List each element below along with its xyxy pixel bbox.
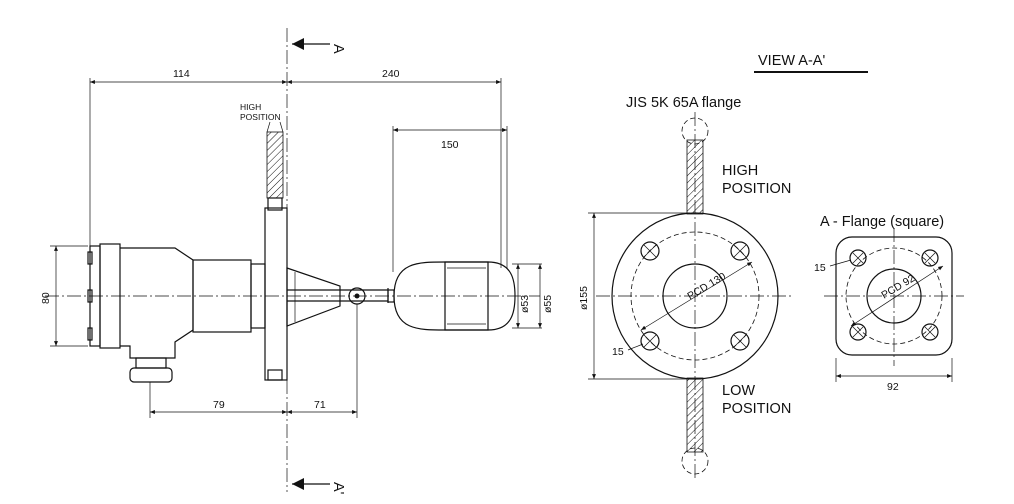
high-label: HIGH [722,163,758,179]
section-line-a: A A' [286,28,346,495]
square-flange-title: A - Flange (square) [820,214,944,230]
section-mark-bottom: A' [330,482,346,495]
dim-240: 240 [382,68,400,80]
high-position-label: HIGH [240,102,261,112]
low-label: LOW [722,383,755,399]
high-label-2: POSITION [722,181,791,197]
square-hole-15: 15 [814,262,826,274]
section-arrow-bottom-icon [292,478,330,490]
dim-114: 114 [173,68,190,80]
dim-150: 150 [441,139,459,151]
section-arrow-top-icon [292,38,330,50]
view-aa-title: VIEW A-A' [758,53,825,69]
dim-d155: ø155 [578,286,590,310]
high-position-label-2: POSITION [240,112,281,122]
hole-15: 15 [612,346,624,358]
dim-d55: ø55 [542,295,554,313]
dim-92: 92 [887,381,899,393]
flange-name: JIS 5K 65A flange [626,95,741,111]
dim-d53: ø53 [519,295,531,313]
pcd-130: PCD 130 [685,270,728,302]
side-view: 114 240 150 HIGH POSITION [40,68,554,418]
dim-80: 80 [40,292,52,304]
low-label-2: POSITION [722,401,791,417]
dim-71: 71 [314,399,326,411]
dim-79: 79 [213,399,225,411]
square-flange-view: A - Flange (square) PCD 92 15 92 [814,214,964,393]
bolt-hole-icon [640,241,750,351]
section-mark-top: A [330,44,346,54]
